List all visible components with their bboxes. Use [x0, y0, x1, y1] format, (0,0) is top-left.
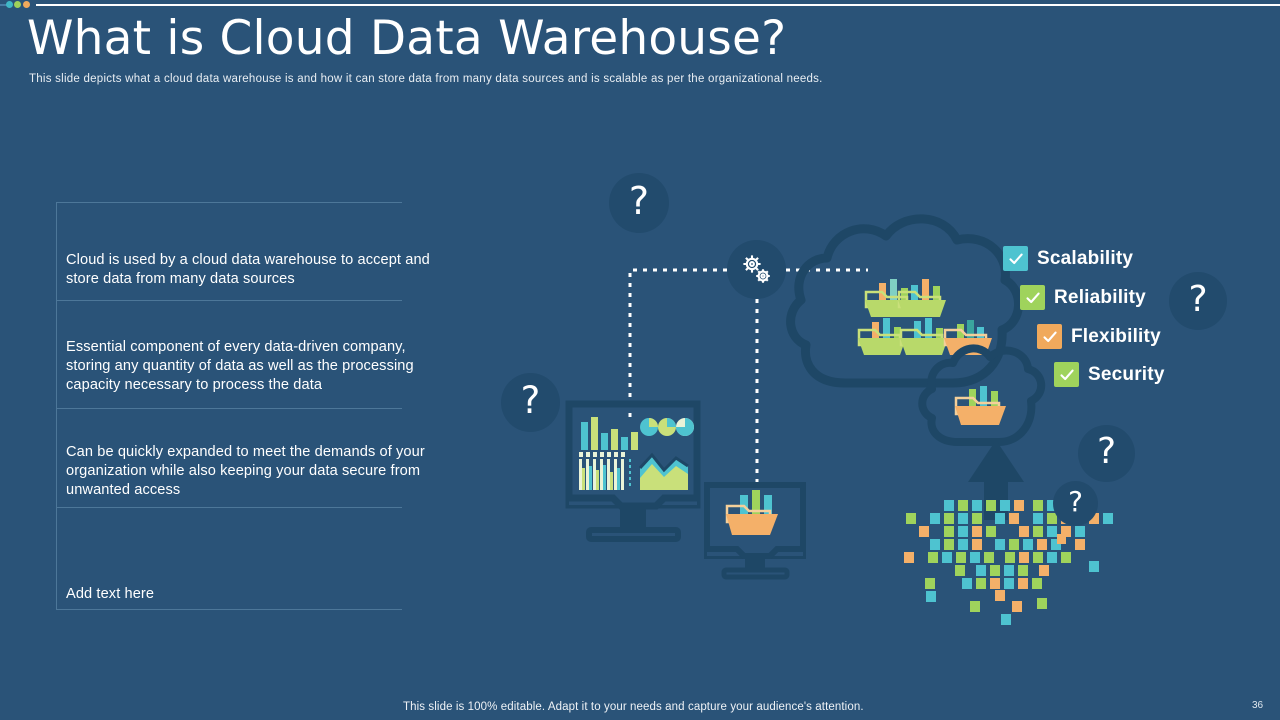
monitor-folder-icon — [704, 482, 806, 580]
question-glyph: ? — [1188, 278, 1208, 320]
feature-item-scalability[interactable]: Scalability — [1003, 246, 1133, 271]
accent-dot-orange — [23, 1, 30, 8]
monitor-dashboard-icon — [565, 400, 701, 542]
feature-item-reliability[interactable]: Reliability — [1020, 285, 1146, 310]
question-mark-right-lower: ? — [1078, 425, 1135, 482]
accent-dot-green — [14, 1, 21, 8]
question-glyph: ? — [1096, 431, 1117, 472]
left-text-panel: Cloud is used by a cloud data warehouse … — [56, 202, 430, 610]
check-icon — [1025, 292, 1040, 303]
question-glyph: ? — [628, 179, 650, 223]
panel-divider — [57, 300, 402, 301]
up-arrow-icon — [968, 440, 1024, 520]
check-icon — [1008, 253, 1023, 264]
checkbox-scalability[interactable] — [1003, 246, 1028, 271]
question-mark-right-upper: ? — [1169, 272, 1227, 330]
feature-label: Scalability — [1037, 247, 1134, 269]
cloud-folder-icon — [897, 279, 946, 317]
check-icon — [1059, 369, 1074, 380]
feature-item-security[interactable]: Security — [1054, 362, 1165, 387]
panel-divider — [57, 202, 402, 203]
checkbox-security[interactable] — [1054, 362, 1079, 387]
cloud-folder-icon — [857, 318, 906, 355]
cloud-folder-icon — [899, 318, 948, 355]
question-mark-top: ? — [609, 173, 669, 233]
connector-gear-to-monitor1 — [628, 268, 727, 420]
small-cloud-shape — [918, 344, 1046, 446]
small-cloud-folder-icon — [954, 386, 1006, 425]
check-icon — [1042, 331, 1057, 342]
question-glyph: ? — [1068, 485, 1083, 518]
panel-item-placeholder[interactable]: Add text here — [66, 586, 155, 602]
data-mosaic-icon — [904, 500, 1113, 625]
panel-divider — [57, 507, 402, 508]
checkbox-reliability[interactable] — [1020, 285, 1045, 310]
page-number: 36 — [1252, 700, 1264, 711]
panel-divider — [57, 609, 402, 610]
page-title: What is Cloud Data Warehouse? — [27, 11, 787, 66]
question-glyph: ? — [520, 379, 541, 422]
top-accent-line-stub — [0, 4, 8, 6]
panel-item-text: Cloud is used by a cloud data warehouse … — [66, 252, 430, 287]
feature-item-flexibility[interactable]: Flexibility — [1037, 324, 1161, 349]
cloud-shape — [786, 214, 1023, 388]
question-mark-right-small: ? — [1053, 481, 1098, 526]
accent-dot-teal — [6, 1, 13, 8]
checkbox-flexibility[interactable] — [1037, 324, 1062, 349]
feature-label: Security — [1088, 363, 1165, 385]
question-mark-left: ? — [501, 373, 560, 432]
panel-divider — [57, 408, 402, 409]
gears-icon — [742, 254, 770, 283]
footer-note: This slide is 100% editable. Adapt it to… — [403, 701, 864, 713]
feature-label: Flexibility — [1071, 325, 1161, 347]
page-subtitle: This slide depicts what a cloud data war… — [29, 73, 823, 85]
top-accent-rule — [36, 4, 1280, 6]
gear-badge[interactable] — [727, 240, 786, 299]
panel-item-text: Essential component of every data-driven… — [66, 339, 414, 393]
panel-item-text: Can be quickly expanded to meet the dema… — [66, 444, 425, 498]
feature-label: Reliability — [1054, 286, 1146, 308]
